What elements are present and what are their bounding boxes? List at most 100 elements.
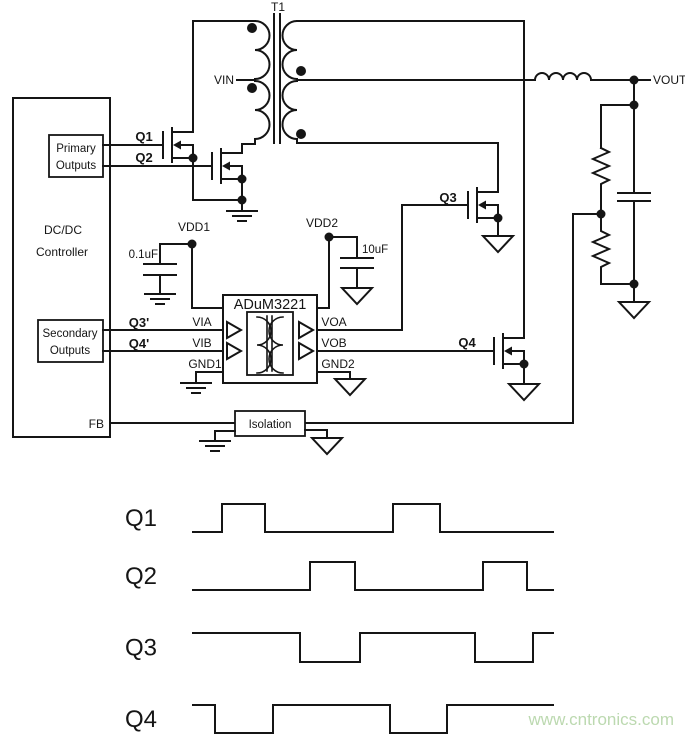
isolation-right-ground-wire — [304, 429, 328, 439]
isolation-left-ground-wire — [214, 430, 236, 442]
chip-core-icon — [266, 315, 273, 372]
waveform-row: Q4 — [125, 704, 554, 734]
divider-resistor-bottom — [590, 213, 635, 285]
q3-ground-symbol — [482, 235, 514, 253]
primary-outputs-label-line1: Primary — [56, 143, 96, 155]
isolation-label: Isolation — [249, 419, 292, 431]
primary-outputs-box — [48, 134, 104, 178]
via-buffer-icon — [226, 320, 244, 340]
output-stage: VOUT — [533, 72, 685, 424]
q4-ground-symbol — [508, 383, 540, 401]
chip-right-winding-icon — [268, 316, 284, 374]
vib-buffer-icon — [226, 341, 244, 361]
secondary-bottom-phase-dot — [296, 129, 306, 139]
vdd2-capacitor — [328, 236, 374, 289]
q4-prime-label: Q4' — [129, 336, 149, 351]
q1-source-junction — [188, 153, 198, 163]
vdd1-wire — [191, 243, 224, 309]
vdd1-cap-ground-symbol — [144, 290, 176, 305]
gnd1-wire — [195, 371, 224, 384]
mosfet-q4 — [493, 333, 525, 369]
vdd2-cap-ground-symbol — [341, 287, 373, 305]
q1-label: Q1 — [135, 129, 152, 144]
watermark: www.cntronics.com — [528, 710, 674, 729]
waveform-label: Q2 — [125, 563, 157, 590]
vdd2-cap-value: 10uF — [362, 244, 388, 256]
primary-winding-bottom — [253, 79, 271, 141]
gnd2-wire — [316, 371, 351, 380]
vob-buffer-icon — [298, 341, 316, 361]
primary-switches: Q1 Q2 — [102, 20, 258, 222]
q2-source-junction — [237, 174, 247, 184]
vout-label: VOUT — [653, 73, 685, 87]
output-capacitor — [617, 79, 651, 303]
output-inductor — [533, 72, 593, 82]
waveform-trace — [192, 704, 554, 734]
waveform-trace — [192, 561, 554, 591]
primary-top-phase-dot — [247, 23, 257, 33]
waveform-label: Q4 — [125, 706, 157, 733]
secondary-winding-top — [281, 19, 299, 81]
q4-source-junction — [519, 359, 529, 369]
primary-bottom-phase-dot — [247, 83, 257, 93]
q3-label: Q3 — [439, 190, 456, 205]
waveform-row: Q1 — [125, 503, 554, 533]
primary-outputs-label-line2: Outputs — [56, 160, 97, 172]
divider-top-wire — [600, 104, 635, 149]
waveform-trace — [192, 632, 554, 663]
secondary-switches: Q3 Q4 — [439, 142, 540, 401]
pin-gnd2-label: GND2 — [321, 357, 355, 371]
q4-label: Q4 — [458, 335, 476, 350]
secondary-winding-bottom — [281, 79, 299, 141]
q3-source-junction — [493, 213, 503, 223]
waveform-trace — [192, 503, 554, 533]
vdd1-cap-value: 0.1uF — [129, 249, 158, 261]
secondary-outputs-label-line2: Outputs — [50, 345, 91, 357]
secondary-top-phase-dot — [296, 66, 306, 76]
dcdc-controller-title-line2: Controller — [36, 245, 88, 259]
chip-left-winding-icon — [256, 316, 272, 374]
mosfet-q2 — [211, 148, 243, 184]
secondary-outputs-box — [37, 319, 104, 363]
secondary-bottom-wire — [296, 138, 499, 193]
primary-bottom-lead — [241, 138, 256, 154]
divider-resistor-top — [590, 146, 612, 215]
isolation-left-ground-symbol — [199, 437, 231, 452]
vdd2-wire — [316, 236, 330, 309]
voa-to-q3-wire — [316, 204, 469, 331]
gnd1-ground-symbol — [180, 379, 212, 394]
chip-part-number: ADuM3221 — [234, 297, 307, 313]
q2-label: Q2 — [135, 150, 152, 165]
pin-vib-label: VIB — [192, 336, 211, 350]
secondary-outputs-label-line1: Secondary — [43, 328, 98, 340]
q3-prime-label: Q3' — [129, 315, 149, 330]
feedback-isolation: Isolation — [109, 410, 574, 455]
fb-pin-label: FB — [89, 417, 104, 431]
primary-winding-top — [253, 19, 271, 81]
voa-buffer-icon — [298, 320, 316, 340]
waveform-label: Q1 — [125, 505, 157, 532]
transformer-label: T1 — [271, 0, 285, 14]
pin-voa-label: VOA — [321, 315, 346, 329]
primary-ground-junction — [237, 195, 247, 205]
gnd2-ground-symbol — [334, 378, 366, 396]
primary-ground-symbol — [226, 207, 258, 222]
transformer-t1: T1 VIN — [214, 0, 536, 339]
timing-diagram: Q1 Q2 Q3 Q4 — [125, 503, 554, 734]
q1-source-wire — [192, 157, 243, 201]
waveform-row: Q3 — [125, 632, 554, 663]
fb-sense-wire — [572, 213, 602, 424]
secondary-top-rail — [296, 20, 525, 339]
dcdc-controller-title-line1: DC/DC — [44, 223, 82, 237]
isolator-chip: VDD1 0.1uF VDD2 10uF Q3' Q4' ADuM3221 VI… — [102, 204, 495, 396]
transformer-core — [273, 13, 281, 144]
waveform-label: Q3 — [125, 635, 157, 662]
vdd1-label: VDD1 — [178, 220, 210, 234]
q1-drain-wire — [192, 20, 256, 133]
vin-label: VIN — [214, 73, 234, 87]
mosfet-q3 — [467, 187, 499, 223]
dcdc-controller: DC/DC Controller Primary Outputs Seconda… — [12, 97, 111, 438]
isolation-right-ground-symbol — [311, 437, 343, 455]
